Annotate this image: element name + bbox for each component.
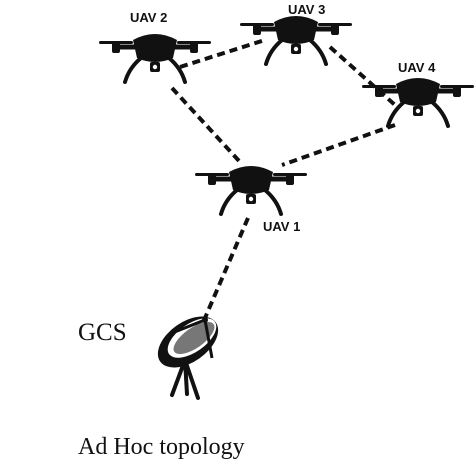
uav1-label: UAV 1 (263, 219, 300, 234)
satellite-dish-icon (157, 316, 219, 400)
link-uav2-uav1 (170, 86, 242, 164)
uav2-label: UAV 2 (130, 10, 167, 25)
link-uav3-uav4 (328, 45, 397, 107)
uav3-drone-icon (240, 16, 352, 64)
uav2-drone-icon (99, 34, 211, 82)
uav1-drone-icon (195, 166, 307, 214)
caption: Ad Hoc topology (78, 434, 245, 460)
link-uav1-gcs (203, 217, 250, 319)
link-uav4-uav1 (281, 123, 396, 167)
link-uav2-uav3 (179, 38, 266, 69)
gcs-label: GCS (78, 319, 127, 346)
uav4-label: UAV 4 (398, 60, 436, 75)
uav4-drone-icon (362, 78, 474, 126)
uav3-label: UAV 3 (288, 2, 325, 17)
